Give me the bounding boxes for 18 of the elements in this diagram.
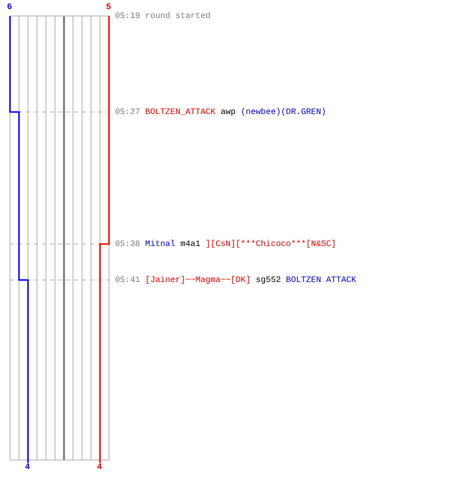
player-name: ][CsN][***Chicoco***[N&SC] (206, 239, 336, 249)
timestamp: 05:19 (115, 11, 140, 21)
weapon-name: awp (220, 107, 236, 117)
player-name: [Jainer]~~Magma~~[DK] (145, 275, 251, 285)
player-count: 5 (106, 2, 112, 12)
player-name: BOLTZEN_ATTACK (145, 107, 216, 117)
weapon-name: sg552 (256, 275, 281, 285)
player-count: 4 (25, 462, 30, 472)
player-count: 6 (7, 2, 12, 12)
timestamp: 05:38 (115, 239, 140, 249)
timestamp: 05:27 (115, 107, 140, 117)
event-text: round started (145, 11, 211, 21)
player-name: (newbee)(DR.GREN) (240, 107, 326, 117)
player-name: Mitnal (145, 239, 176, 249)
timestamp: 05:41 (115, 275, 140, 285)
player-name: BOLTZEN ATTACK (286, 275, 356, 285)
player-count: 4 (97, 462, 102, 472)
weapon-name: m4a1 (180, 239, 200, 249)
